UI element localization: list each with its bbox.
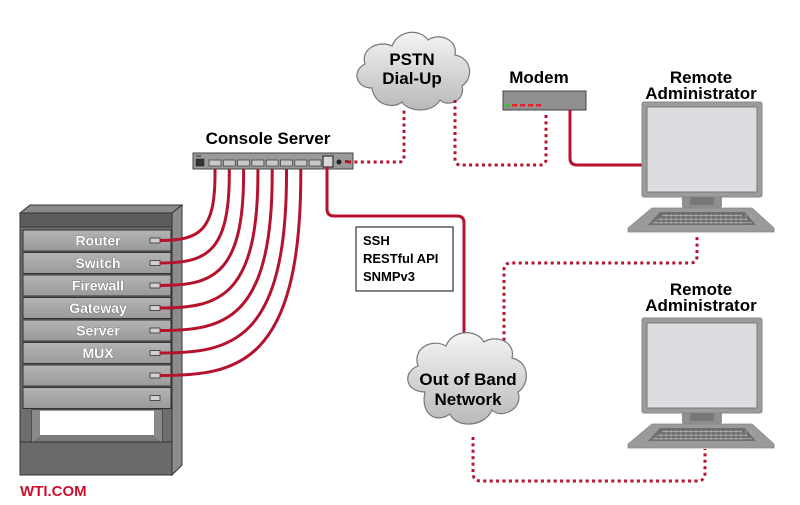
remote-admin-top[interactable]: Remote Administrator [627,68,775,233]
serial-cable [159,166,246,287]
serial-cable [159,166,303,377]
modem-led-icon [528,104,533,107]
serial-cable [159,166,217,242]
status-led-icon [336,159,342,165]
oob-label-line1: Out of Band [419,370,516,389]
serial-port[interactable] [294,159,308,167]
rack-top [18,204,184,214]
serial-port[interactable] [308,159,322,167]
rack-device-label: Router [75,233,121,249]
serial-port[interactable] [237,159,251,167]
protocol-snmpv3: SNMPv3 [363,269,415,284]
oob-admin-top-link [502,236,699,347]
monitor-icon [641,101,763,210]
serial-port[interactable] [280,159,293,167]
dialup-link [348,110,406,164]
modem-label: Modem [509,68,569,87]
remote-admin-top-line2: Administrator [645,84,757,103]
protocols-box: SSH RESTful API SNMPv3 [355,226,454,292]
remote-admin-bottom[interactable]: Remote Administrator [627,280,775,449]
serial-port[interactable] [251,159,265,167]
rack-device-label: MUX [82,345,114,361]
serial-port-icon [149,282,161,289]
serial-port-icon [149,327,161,334]
modem-led-icon [512,104,517,107]
protocol-restful-api: RESTful API [363,251,438,266]
modem-led-icon [520,104,525,107]
keyboard-icon [627,207,775,233]
serial-cable [159,166,231,265]
rack-device-label: Switch [75,255,120,271]
serial-cable [159,166,274,332]
serial-port-icon [149,237,161,244]
rack-shelf[interactable]: Gateway [22,297,172,319]
serial-port[interactable] [208,159,222,167]
console-server-label: Console Server [206,129,331,148]
serial-port[interactable] [265,159,279,167]
brand-logo[interactable]: WTI.COM [20,483,87,500]
modem[interactable] [502,90,587,111]
oob-network-cloud: Out of Band Network [407,332,527,425]
network-cable [325,167,466,350]
serial-port-icon [149,372,161,379]
modem-admin-cable [568,110,643,167]
rack-shelf[interactable] [22,387,172,409]
rack-shelf[interactable]: MUX [22,342,172,364]
serial-port-icon [149,260,161,266]
pstn-label-line1: PSTN [389,50,434,69]
protocol-ssh: SSH [363,233,390,248]
rack-side [171,203,183,477]
oob-admin-bottom-link [471,437,707,483]
rack-shelf[interactable] [22,364,172,387]
rack-shelf[interactable]: Firewall [22,274,172,297]
modem-led-icon [536,104,541,107]
serial-cables [159,166,303,377]
pstn-label-line2: Dial-Up [382,69,442,88]
rack-shelf[interactable]: Router [22,229,172,252]
console-server[interactable] [192,152,354,170]
network-port [322,155,334,168]
serial-port-icon [149,305,161,311]
serial-cable [159,166,260,310]
keyboard-icon [627,423,775,449]
serial-port[interactable] [222,159,236,167]
remote-admin-bottom-line2: Administrator [645,296,757,315]
rack-shelf[interactable]: Server [22,319,172,342]
oob-label-line2: Network [434,390,502,409]
serial-port-icon [149,395,161,401]
power-inlet-icon [195,158,205,167]
rack-shelf[interactable]: Switch [22,252,172,274]
monitor-icon [641,317,763,426]
serial-port-icon [149,350,161,356]
rack-device-label: Firewall [72,278,124,294]
pstn-modem-link [453,100,548,167]
modem-led-icon [506,104,510,107]
remote-admin-top-line1: Remote [670,68,732,87]
pstn-cloud: PSTN Dial-Up [356,31,471,111]
rack-device-label: Gateway [69,300,127,316]
rack-device-label: Server [76,323,120,339]
remote-admin-bottom-line1: Remote [670,280,732,299]
serial-cable [159,166,288,355]
